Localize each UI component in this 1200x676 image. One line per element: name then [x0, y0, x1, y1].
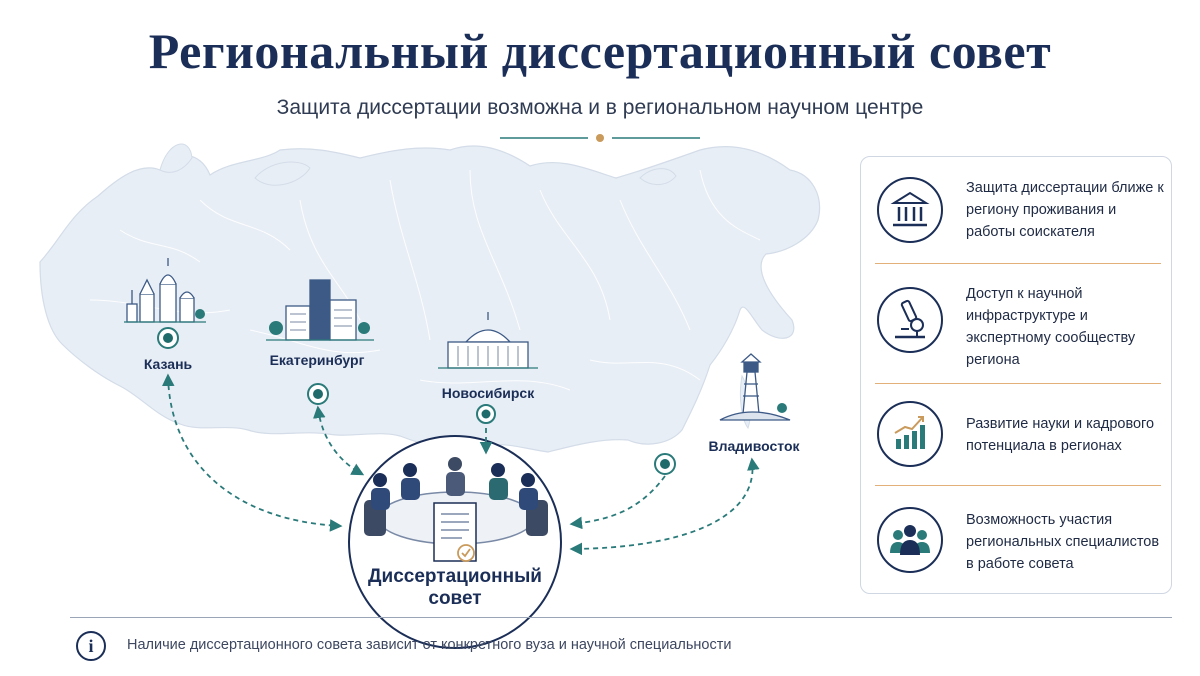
benefit-text-2: Доступ к научной инфраструктуре и экспер…: [966, 286, 1136, 368]
benefit-item-1: Защита диссертации ближе к региону прожи…: [861, 173, 1171, 247]
benefit-item-4: Возможность участия региональных специал…: [861, 501, 1171, 581]
arrow-vladivostok-1: [569, 475, 666, 530]
benefit-item-3: Развитие науки и кадрового потенциала в …: [861, 399, 1171, 473]
cathedral-icon: [124, 258, 206, 323]
benefit-divider: [875, 485, 1161, 486]
growth-chart-icon: [877, 401, 943, 467]
lighthouse-icon: [719, 353, 791, 421]
page-title: Региональный диссертационный совет: [148, 23, 1052, 79]
marker-novosibirsk: [476, 404, 496, 424]
benefits-panel: Защита диссертации ближе к региону прожи…: [860, 156, 1172, 594]
city-label-kazan: Казань: [143, 356, 193, 372]
benefit-item-2: Доступ к научной инфраструктуре и экспер…: [861, 281, 1171, 375]
footer-divider: [70, 617, 1172, 618]
arrow-vladivostok-2: [569, 457, 760, 556]
city-label-vladivostok: Владивосток: [708, 438, 800, 454]
benefit-divider: [875, 263, 1161, 264]
marker-ekaterinburg: [307, 383, 329, 405]
page-subtitle: Защита диссертации возможна и в регионал…: [276, 96, 924, 119]
connection-arrows: [161, 373, 760, 556]
microscope-icon: [877, 287, 943, 353]
university-building-icon: [877, 177, 943, 243]
footer-note: Наличие диссертационного совета зависит …: [127, 637, 732, 653]
city-label-ekaterinburg: Екатеринбург: [269, 352, 365, 368]
benefit-text-1: Защита диссертации ближе к региону прожи…: [966, 180, 1164, 240]
meeting-table-icon: [364, 457, 548, 562]
benefit-divider: [875, 383, 1161, 384]
theater-dome-icon: [438, 312, 538, 369]
marker-vladivostok: [654, 453, 676, 475]
council-label: Диссертационный совет: [368, 566, 542, 609]
city-label-novosibirsk: Новосибирск: [441, 385, 535, 401]
location-markers: [157, 327, 676, 475]
arrow-ekaterinburg: [313, 405, 365, 476]
info-icon: i: [76, 631, 106, 661]
arrow-kazan: [161, 373, 343, 532]
decorative-divider: [500, 134, 700, 142]
benefit-text-3: Развитие науки и кадрового потенциала в …: [966, 416, 1155, 454]
russia-map: [39, 143, 821, 453]
marker-kazan: [157, 327, 179, 349]
office-buildings-icon: [266, 279, 374, 341]
people-group-icon: [877, 507, 943, 573]
benefit-text-4: Возможность участия региональных специал…: [966, 512, 1160, 572]
